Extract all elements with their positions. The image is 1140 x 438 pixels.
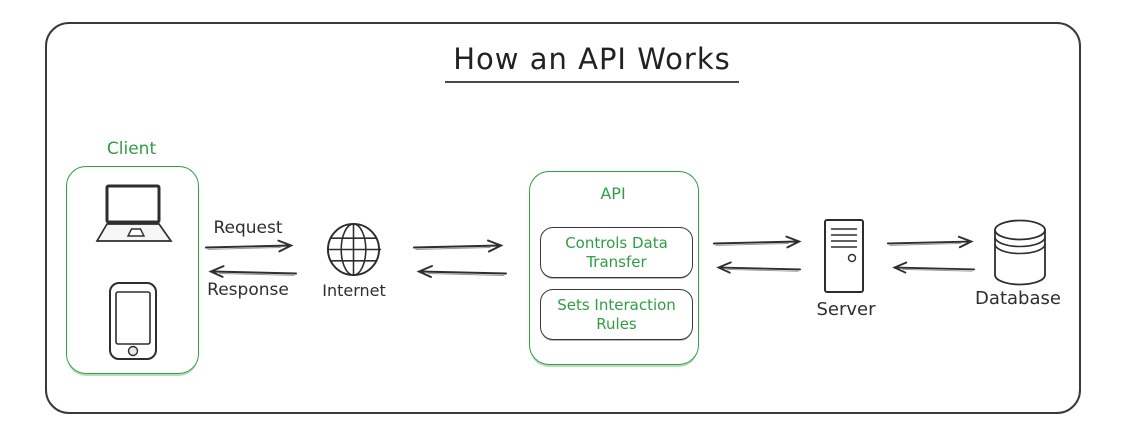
page-title-text: How an API Works [445, 42, 739, 83]
client-label: Client [106, 139, 157, 159]
database-cylinder-icon [992, 218, 1048, 288]
server-tower-icon [823, 218, 865, 294]
internet-label: Internet [322, 281, 386, 300]
arrow-internet-to-api [410, 238, 510, 254]
api-rule-controls-data-transfer: Controls Data Transfer [540, 227, 693, 278]
api-rule-sets-interaction-rules: Sets Interaction Rules [540, 289, 693, 340]
diagram-frame [45, 22, 1081, 414]
arrow-database-to-server [888, 260, 976, 276]
arrow-server-to-database [886, 234, 978, 250]
laptop-icon [93, 184, 177, 246]
api-label: API [600, 184, 626, 203]
api-box [529, 171, 699, 365]
arrow-client-to-internet [204, 238, 298, 254]
arrow-api-to-internet [412, 264, 508, 280]
arrow-internet-to-client [204, 264, 298, 280]
server-label: Server [816, 299, 876, 320]
arrow-api-to-server [712, 234, 806, 250]
arrow-server-to-api [712, 260, 802, 276]
client-box [66, 166, 199, 374]
request-label: Request [213, 218, 283, 238]
response-label: Response [207, 280, 289, 300]
database-label: Database [975, 288, 1061, 309]
page-title: How an API Works [392, 42, 792, 83]
smartphone-icon [108, 281, 158, 361]
globe-icon [325, 221, 382, 278]
